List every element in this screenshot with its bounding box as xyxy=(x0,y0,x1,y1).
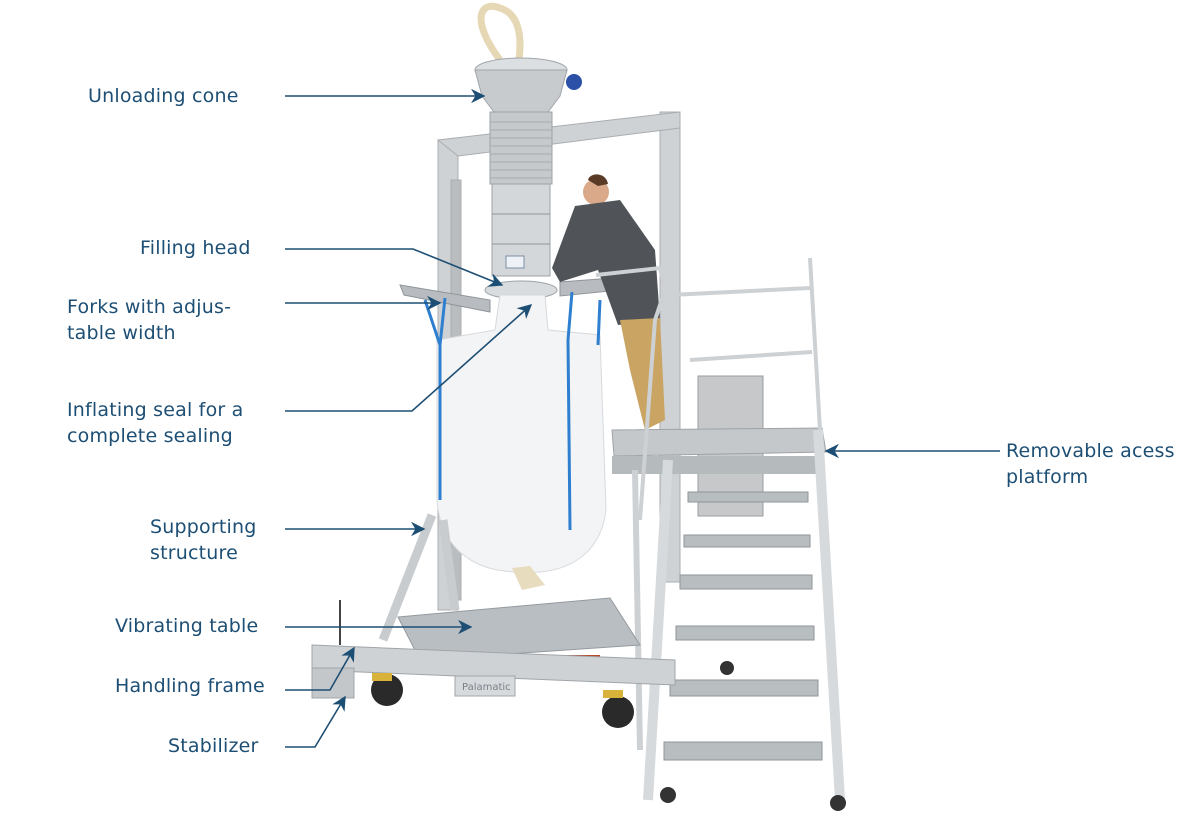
label-forks: Forks with adjus- table width xyxy=(67,294,231,346)
label-line: structure xyxy=(150,542,239,564)
label-vibrating-table: Vibrating table xyxy=(115,613,258,639)
label-line: Vibrating table xyxy=(115,615,259,637)
label-line: Filling head xyxy=(140,237,251,259)
label-access-platform: Removable acess platform xyxy=(1006,438,1175,490)
label-line: Forks with adjus- xyxy=(67,296,232,318)
label-supporting-structure: Supporting structure xyxy=(150,514,257,566)
label-line: Supporting xyxy=(150,516,257,538)
label-line: Unloading cone xyxy=(88,85,239,107)
unloading-cone-shape xyxy=(474,57,582,113)
label-line: complete sealing xyxy=(67,425,233,447)
label-stabilizer: Stabilizer xyxy=(168,733,259,759)
label-line: table width xyxy=(67,322,176,344)
label-handling-frame: Handling frame xyxy=(115,673,265,699)
label-filling-head: Filling head xyxy=(140,235,251,261)
stairs xyxy=(632,429,846,811)
label-line: platform xyxy=(1006,466,1089,488)
label-line: Inflating seal for a xyxy=(67,399,244,421)
hose xyxy=(477,2,524,81)
label-line: Stabilizer xyxy=(168,735,259,757)
label-line: Removable acess xyxy=(1006,440,1175,462)
brand-plate: Palamatic xyxy=(462,682,511,693)
label-inflating-seal: Inflating seal for a complete sealing xyxy=(67,397,243,449)
filling-column xyxy=(484,111,558,300)
label-unloading-cone: Unloading cone xyxy=(88,83,239,109)
label-line: Handling frame xyxy=(115,675,265,697)
